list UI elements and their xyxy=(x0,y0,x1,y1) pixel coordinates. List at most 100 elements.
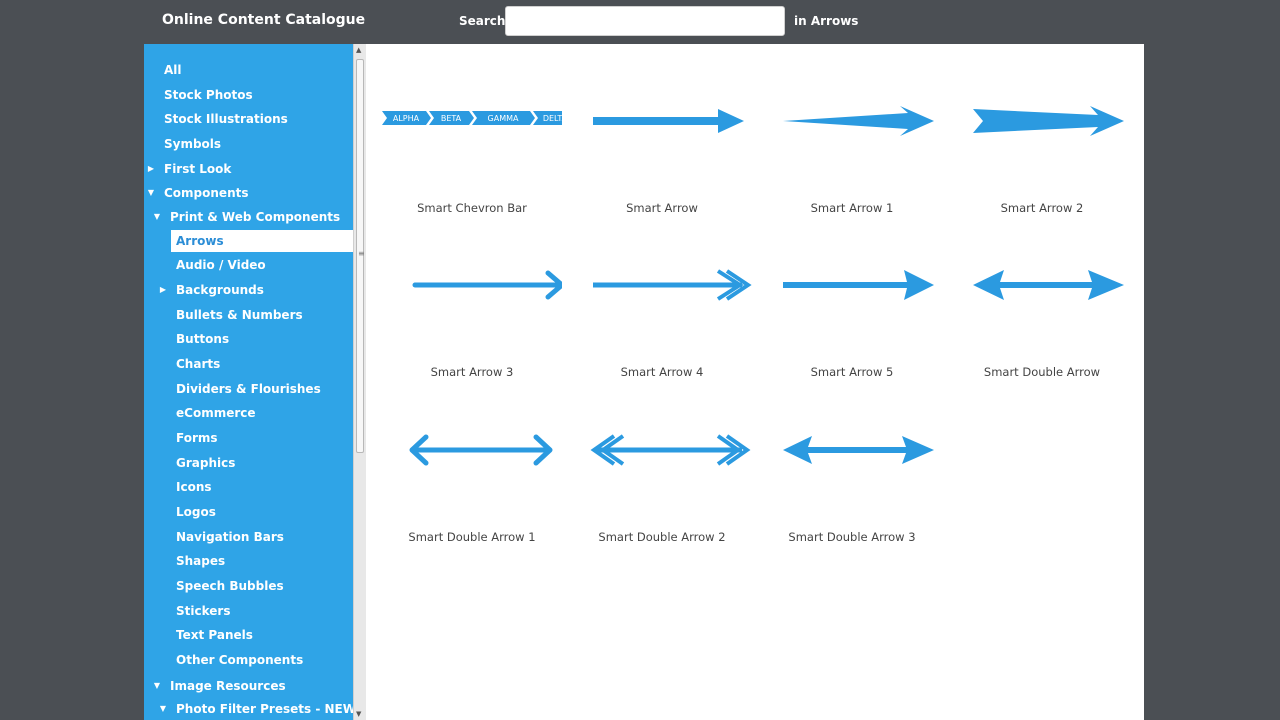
tile-label: Smart Arrow xyxy=(626,201,698,215)
sidebar-item[interactable]: Stock Photos xyxy=(144,84,353,106)
app-title: Online Content Catalogue xyxy=(162,12,366,28)
sidebar-item[interactable]: Bullets & Numbers xyxy=(144,304,353,326)
sidebar-item[interactable]: ▶ First Look xyxy=(144,158,353,180)
sidebar-item[interactable]: Symbols xyxy=(144,133,353,155)
sidebar-item-label: Other Components xyxy=(176,653,304,667)
sidebar-item[interactable]: ▼ Print & Web Components xyxy=(144,206,353,228)
sidebar-item-label: Arrows xyxy=(176,234,224,248)
caret-down-icon[interactable]: ▼ xyxy=(153,212,161,221)
sidebar-item[interactable]: Charts xyxy=(144,353,353,375)
header-bar: Online Content Catalogue Search: in Arro… xyxy=(144,0,1144,44)
sidebar-item-label: Symbols xyxy=(164,137,222,151)
sidebar-item-label: All xyxy=(164,63,182,77)
sidebar-item[interactable]: ▶Backgrounds xyxy=(144,279,353,301)
sidebar-item[interactable]: Speech Bubbles xyxy=(144,575,353,597)
chevron-label: ALPHA xyxy=(393,114,420,123)
tapered-arrow-icon xyxy=(783,106,934,136)
sidebar-item[interactable]: Stickers xyxy=(144,600,353,622)
open-arrow-icon xyxy=(412,270,562,300)
chevron-segment xyxy=(472,111,535,125)
sidebar-item[interactable]: Other Components xyxy=(144,649,353,671)
sidebar-item[interactable]: Arrows xyxy=(171,230,353,252)
caret-down-icon[interactable]: ▼ xyxy=(153,681,161,690)
catalogue-tile[interactable]: Smart Arrow 4 xyxy=(572,253,752,403)
tile-label: Smart Double Arrow 2 xyxy=(598,530,726,544)
catalogue-grid: ALPHABETAGAMMADELTASmart Chevron BarSmar… xyxy=(366,44,1144,720)
chevron-bar-icon: ALPHABETAGAMMADELTA xyxy=(382,111,562,125)
catalogue-tile[interactable]: Smart Double Arrow xyxy=(952,253,1132,403)
tile-label: Smart Chevron Bar xyxy=(417,201,527,215)
double-line-open-arrow-icon xyxy=(593,269,752,301)
open-double-arrow-icon xyxy=(409,434,553,466)
sidebar-item-label: Photo Filter Presets - NEW xyxy=(176,702,353,716)
sidebar-scrollbar[interactable]: ▲ ≡ ▼ xyxy=(353,44,366,720)
sidebar-item-label: Navigation Bars xyxy=(176,530,284,544)
sidebar-item-label: Image Resources xyxy=(170,679,286,693)
filled-arrow-icon xyxy=(783,270,934,300)
catalogue-tile[interactable]: Smart Double Arrow 2 xyxy=(572,418,752,568)
sidebar-item-label: Shapes xyxy=(176,554,226,568)
sidebar-item[interactable]: Logos xyxy=(144,501,353,523)
chevron-label: BETA xyxy=(441,114,462,123)
catalogue-tile[interactable]: Smart Double Arrow 3 xyxy=(762,418,942,568)
sidebar-item[interactable]: Stock Illustrations xyxy=(144,108,353,130)
tile-label: Smart Arrow 4 xyxy=(620,365,704,379)
sidebar-item-label: Stock Illustrations xyxy=(164,112,288,126)
catalogue-tile[interactable]: Smart Arrow xyxy=(572,89,752,239)
catalogue-tile[interactable]: Smart Arrow 2 xyxy=(952,89,1132,239)
sidebar-item[interactable]: Navigation Bars xyxy=(144,526,353,548)
sidebar-item[interactable]: eCommerce xyxy=(144,402,353,424)
sidebar-item-label: Forms xyxy=(176,431,218,445)
search-label: Search: xyxy=(459,14,511,28)
scroll-down-icon[interactable]: ▼ xyxy=(356,710,362,718)
sidebar-item-label: First Look xyxy=(164,162,232,176)
chevron-segment xyxy=(533,111,562,125)
sidebar-item-label: Buttons xyxy=(176,332,230,346)
sidebar-item-label: Logos xyxy=(176,505,216,519)
sidebar-item[interactable]: Shapes xyxy=(144,550,353,572)
catalogue-tile[interactable]: ALPHABETAGAMMADELTASmart Chevron Bar xyxy=(382,89,562,239)
sidebar-item[interactable]: ▼Components xyxy=(144,182,353,204)
sidebar-item-label: Graphics xyxy=(176,456,236,470)
catalogue-tile[interactable]: Smart Arrow 1 xyxy=(762,89,942,239)
sidebar-item-label: Audio / Video xyxy=(176,258,266,272)
sidebar-item-label: Icons xyxy=(176,480,212,494)
search-scope-label: in Arrows xyxy=(794,14,859,28)
sidebar-item[interactable]: Graphics xyxy=(144,452,353,474)
tile-label: Smart Arrow 3 xyxy=(430,365,514,379)
sidebar-item[interactable]: Icons xyxy=(144,476,353,498)
sidebar-item[interactable]: Forms xyxy=(144,427,353,449)
double-line-double-arrow-icon xyxy=(590,434,751,466)
sidebar-item[interactable]: ▼ Image Resources xyxy=(144,675,353,697)
tile-label: Smart Double Arrow xyxy=(983,365,1101,379)
scroll-up-icon[interactable]: ▲ xyxy=(356,46,362,54)
sidebar-item[interactable]: Audio / Video xyxy=(144,254,353,276)
sidebar-item[interactable]: Buttons xyxy=(144,328,353,350)
search-input[interactable] xyxy=(505,6,785,36)
sidebar-item-label: Speech Bubbles xyxy=(176,579,284,593)
sidebar-item[interactable]: Dividers & Flourishes xyxy=(144,378,353,400)
caret-down-icon[interactable]: ▼ xyxy=(147,188,155,197)
catalogue-tile[interactable]: Smart Arrow 5 xyxy=(762,253,942,403)
scrollbar-thumb[interactable]: ≡ xyxy=(356,59,365,453)
sidebar-item-label: Stock Photos xyxy=(164,88,253,102)
sidebar-item[interactable]: All xyxy=(144,59,353,81)
caret-down-icon[interactable]: ▼ xyxy=(159,704,167,713)
tile-label: Smart Arrow 2 xyxy=(1000,201,1084,215)
sidebar-item-label: Bullets & Numbers xyxy=(176,308,303,322)
sidebar-item-label: Print & Web Components xyxy=(170,210,341,224)
chevron-segment xyxy=(429,111,474,125)
catalogue-tile[interactable]: Smart Arrow 3 xyxy=(382,253,562,403)
chevron-segment xyxy=(382,111,431,125)
caret-right-icon[interactable]: ▶ xyxy=(147,164,155,173)
tile-label: Smart Double Arrow 1 xyxy=(408,530,536,544)
grip-icon: ≡ xyxy=(358,249,365,258)
sidebar-item[interactable]: Text Panels xyxy=(144,624,353,646)
tile-label: Smart Arrow 1 xyxy=(810,201,894,215)
sidebar-item[interactable]: ▼ Photo Filter Presets - NEW xyxy=(144,698,353,720)
catalogue-tile[interactable]: Smart Double Arrow 1 xyxy=(382,418,562,568)
caret-right-icon[interactable]: ▶ xyxy=(159,285,167,294)
arrow-right-icon xyxy=(593,109,744,133)
sidebar-item-label: eCommerce xyxy=(176,406,256,420)
